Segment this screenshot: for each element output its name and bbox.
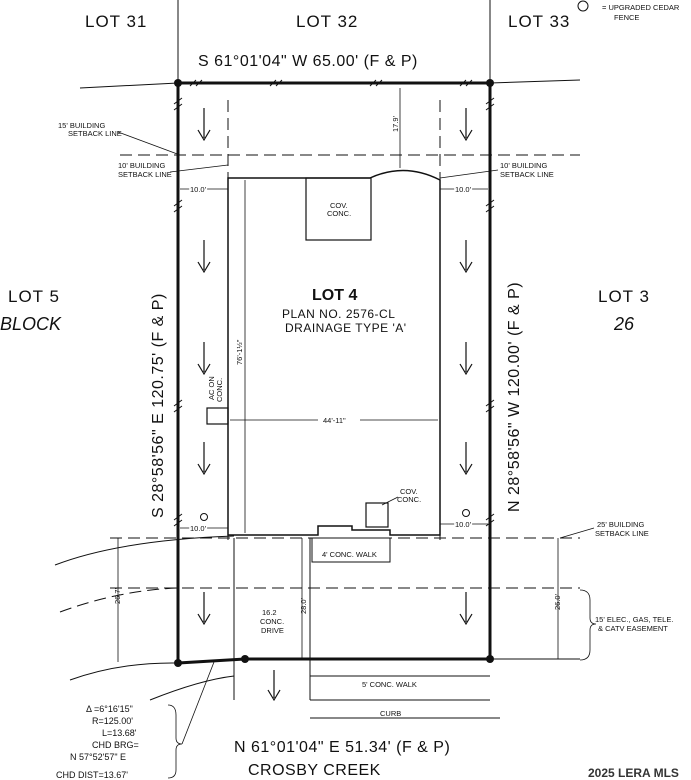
lot-title: LOT 4 (312, 287, 357, 304)
fence-post-right (462, 509, 470, 517)
rear-depth-text: 17.9' (391, 115, 400, 132)
curve-length: L=13.68' (102, 728, 137, 738)
rear-setback-label-2: SETBACK LINE (68, 129, 122, 138)
side-left-setback-label-1: 10' BUILDING (118, 161, 165, 170)
road-curve-3 (69, 662, 179, 681)
curve-delta: Δ =6°16'15" (86, 704, 133, 714)
curve-chd-brg: CHD BRG= (92, 740, 139, 750)
side-bottom-right-text: 10.0' (455, 520, 472, 529)
lot-3-label: LOT 3 (598, 287, 650, 306)
lot-5-label: LOT 5 (8, 287, 60, 306)
corner-nw (486, 79, 494, 87)
cov-conc-bottom-2: CONC. (397, 495, 421, 504)
block-label: BLOCK (0, 314, 62, 334)
corner-curve (241, 655, 249, 663)
lot-32-label: LOT 32 (296, 12, 358, 31)
easement-label-1: 15' ELEC., GAS, TELE. (595, 615, 673, 624)
bearing-north: S 61°01'04" W 65.00' (F & P) (198, 53, 418, 70)
fence-post-left (200, 513, 208, 521)
house-depth-text: 76'-1½" (235, 339, 244, 365)
right-frontage-text: 26.0' (553, 593, 562, 610)
cov-conc-top-2: CONC. (327, 209, 351, 218)
curve-chd-brg-value: N 57°52'57" E (70, 752, 126, 762)
street-name: CROSBY CREEK (248, 762, 381, 779)
side-right-setback-label-1: 10' BUILDING (500, 161, 547, 170)
easement-brace (579, 589, 597, 661)
ac-pad-label: AC ON (207, 376, 216, 400)
curve-radius: R=125.00' (92, 716, 133, 726)
rear-line-ext-right (489, 79, 581, 84)
drive-text-3: DRIVE (261, 626, 284, 635)
drive-text-1: 16.2 (262, 608, 277, 617)
legend-text-2: FENCE (614, 13, 639, 22)
bearing-east: N 28°58'56" W 120.00' (F & P) (506, 282, 523, 512)
conc-walk-text: 4' CONC. WALK (322, 550, 377, 559)
house-footprint (227, 169, 441, 536)
ac-pad-label-2: CONC. (215, 378, 224, 402)
ac-pad (206, 407, 229, 425)
curve-brace (167, 704, 183, 779)
drainage-type: DRAINAGE TYPE 'A' (285, 321, 407, 335)
side-left-setback-label-2: SETBACK LINE (118, 170, 172, 179)
fence-hash-marks (173, 79, 495, 527)
block-number-label: 26 (613, 314, 635, 334)
side-right-setback-leader (439, 169, 499, 179)
lot-31-label: LOT 31 (85, 12, 147, 31)
drive-text-2: CONC. (260, 617, 284, 626)
fence-legend-icon (577, 0, 589, 12)
road-curve-4 (149, 675, 235, 701)
legend-text-1: = UPGRADED CEDAR (602, 3, 680, 12)
plan-number: PLAN NO. 2576-CL (282, 307, 395, 321)
front-setback-leader (559, 527, 595, 539)
rear-setback-label-1: 15' BUILDING (58, 121, 105, 130)
lot-33-label: LOT 33 (508, 12, 570, 31)
road-curve-2 (59, 587, 179, 613)
concrete-walk (311, 537, 391, 563)
covered-porch-bottom (365, 502, 389, 528)
watermark: 2025 LERA MLS (588, 766, 679, 780)
lot-boundary (176, 81, 492, 665)
cov-conc-top-1: COV. (330, 201, 348, 210)
front-setback-label-1: 25' BUILDING (597, 520, 644, 529)
covered-patio-top (305, 177, 372, 241)
front-setback-label-2: SETBACK LINE (595, 529, 649, 538)
easement-label-2: & CATV EASEMENT (598, 624, 668, 633)
house-width-text: 44'-11" (323, 416, 346, 425)
cov-conc-leader (381, 496, 399, 506)
corner-ne (174, 79, 182, 87)
bearing-south: N 61°01'04" E 51.34' (F & P) (234, 739, 450, 756)
rear-line-ext-left (79, 82, 179, 89)
side-top-left-text: 10.0' (190, 185, 207, 194)
curve-leader (181, 661, 215, 745)
cov-conc-bottom-1: COV. (400, 487, 418, 496)
side-bottom-left-text: 10.0' (190, 524, 207, 533)
sidewalk-text: 5' CONC. WALK (362, 680, 417, 689)
road-curve-1 (54, 535, 235, 566)
rear-setback-leader (117, 131, 181, 156)
side-left-setback-leader (169, 164, 229, 173)
front-yard-text: 28.0' (299, 597, 308, 614)
side-right-setback-label-2: SETBACK LINE (500, 170, 554, 179)
side-top-right-text: 10.0' (455, 185, 472, 194)
curb-text: CURB (380, 709, 401, 718)
curve-chd-dist: CHD DIST=13.67' (56, 770, 128, 780)
drainage-arrows (197, 108, 473, 702)
bearing-west: S 28°58'56" E 120.75' (F & P) (150, 293, 167, 518)
